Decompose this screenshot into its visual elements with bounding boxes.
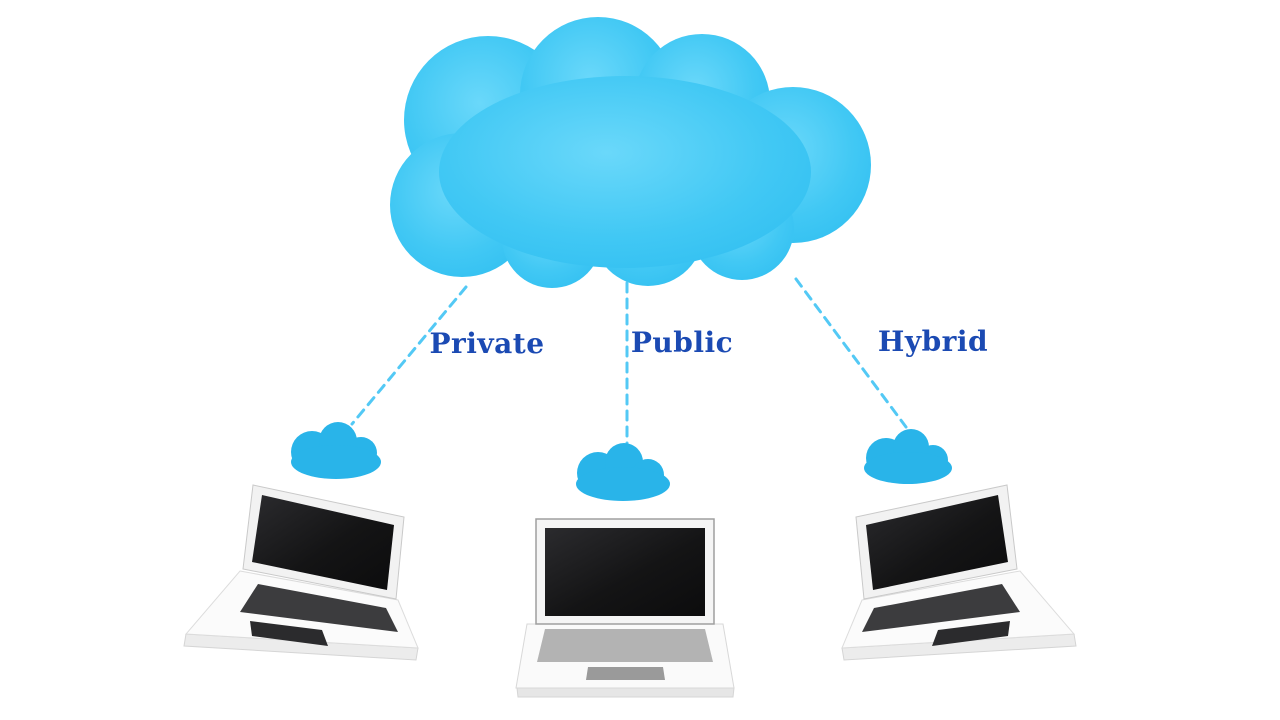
main-cloud-icon <box>390 17 871 288</box>
laptop-public-icon <box>515 518 735 698</box>
connector-hybrid <box>794 277 908 429</box>
label-public: Public <box>630 326 734 359</box>
laptop-hybrid-icon <box>841 484 1077 661</box>
small-cloud-private-icon <box>291 422 381 479</box>
small-cloud-hybrid-icon <box>864 429 952 484</box>
label-private: Private <box>429 327 545 360</box>
small-cloud-public-icon <box>576 443 670 501</box>
connector-lines <box>350 277 908 446</box>
connector-private <box>350 285 468 426</box>
label-hybrid: Hybrid <box>877 325 989 358</box>
laptop-private-icon <box>183 484 419 661</box>
